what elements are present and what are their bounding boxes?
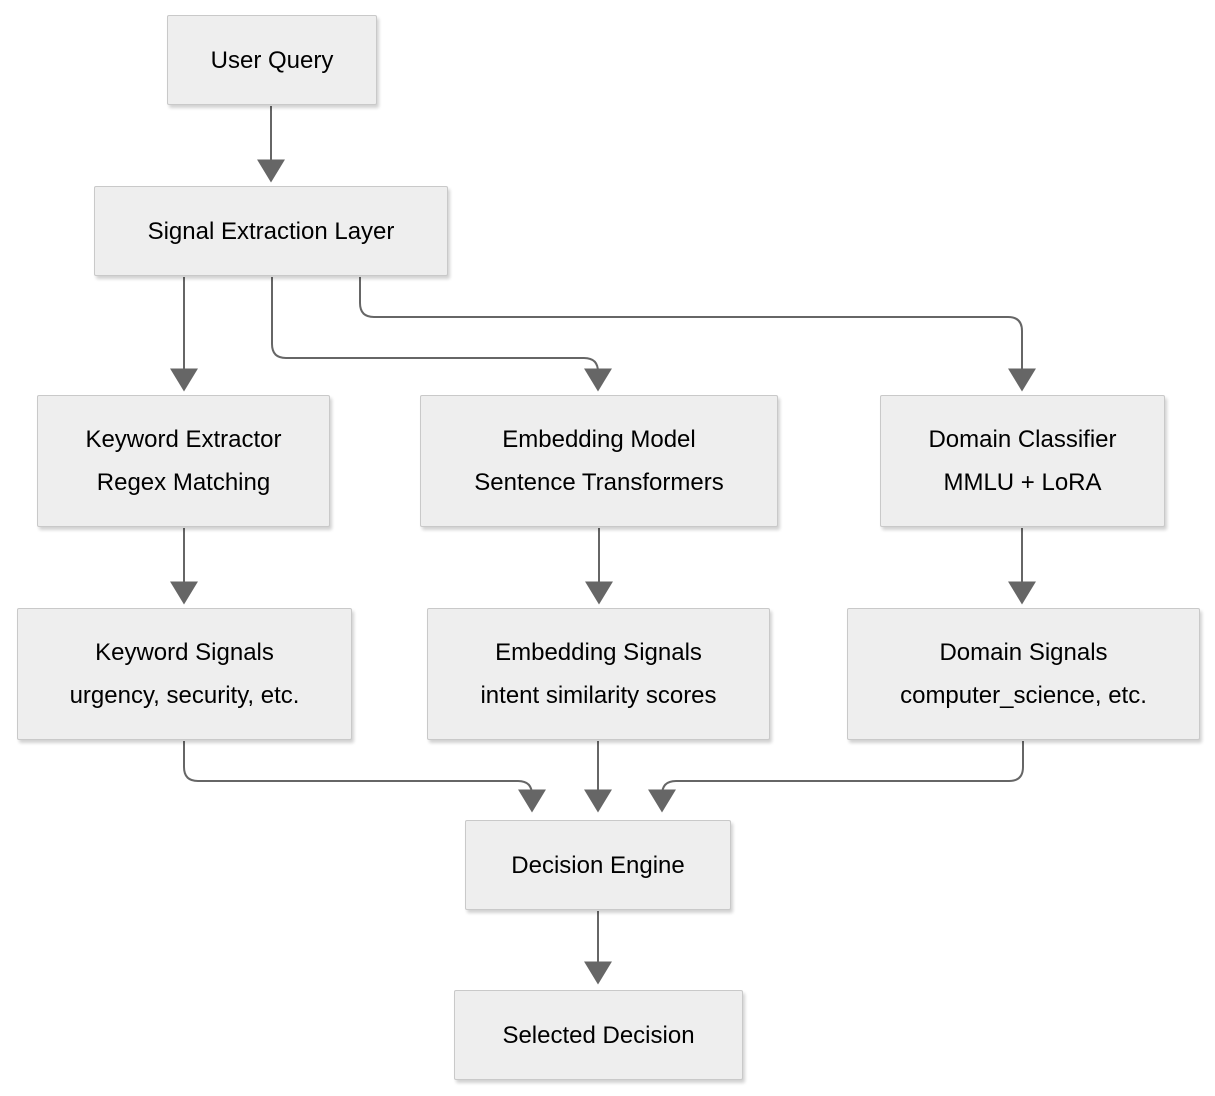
node-domain-classifier: Domain Classifier MMLU + LoRA [880,395,1165,527]
node-embedding-signals-subtitle: intent similarity scores [480,682,717,709]
node-decision-engine: Decision Engine [465,820,731,910]
node-embedding-model-subtitle: Sentence Transformers [474,469,724,496]
node-domain-classifier-title: Domain Classifier [928,426,1117,453]
node-user-query-label: User Query [210,46,334,74]
node-embedding-signals-title: Embedding Signals [495,639,702,666]
node-selected-decision: Selected Decision [454,990,743,1080]
edge-signal-extraction-to-domain-classifier [359,277,1036,392]
node-keyword-extractor: Keyword Extractor Regex Matching [37,395,330,527]
edge-domain-signals-to-decision-engine [648,741,1024,813]
node-keyword-extractor-title: Keyword Extractor [85,426,282,453]
node-user-query: User Query [167,15,377,105]
node-keyword-signals-subtitle: urgency, security, etc. [69,682,300,709]
node-domain-signals-subtitle: computer_science, etc. [900,682,1147,709]
edge-keyword-signals-to-decision-engine [183,741,546,813]
node-domain-signals-title: Domain Signals [939,639,1108,666]
node-keyword-signals: Keyword Signals urgency, security, etc. [17,608,352,740]
node-embedding-signals: Embedding Signals intent similarity scor… [427,608,770,740]
node-decision-engine-label: Decision Engine [511,851,685,879]
node-domain-signals: Domain Signals computer_science, etc. [847,608,1200,740]
node-domain-classifier-subtitle: MMLU + LoRA [943,469,1102,496]
node-selected-decision-label: Selected Decision [502,1021,695,1049]
edge-signal-extraction-to-embedding-model [271,277,612,392]
node-keyword-signals-title: Keyword Signals [95,639,274,666]
node-signal-extraction-layer-label: Signal Extraction Layer [147,217,395,245]
node-signal-extraction-layer: Signal Extraction Layer [94,186,448,276]
node-keyword-extractor-subtitle: Regex Matching [96,469,271,496]
node-embedding-model-title: Embedding Model [502,426,696,453]
node-embedding-model: Embedding Model Sentence Transformers [420,395,778,527]
